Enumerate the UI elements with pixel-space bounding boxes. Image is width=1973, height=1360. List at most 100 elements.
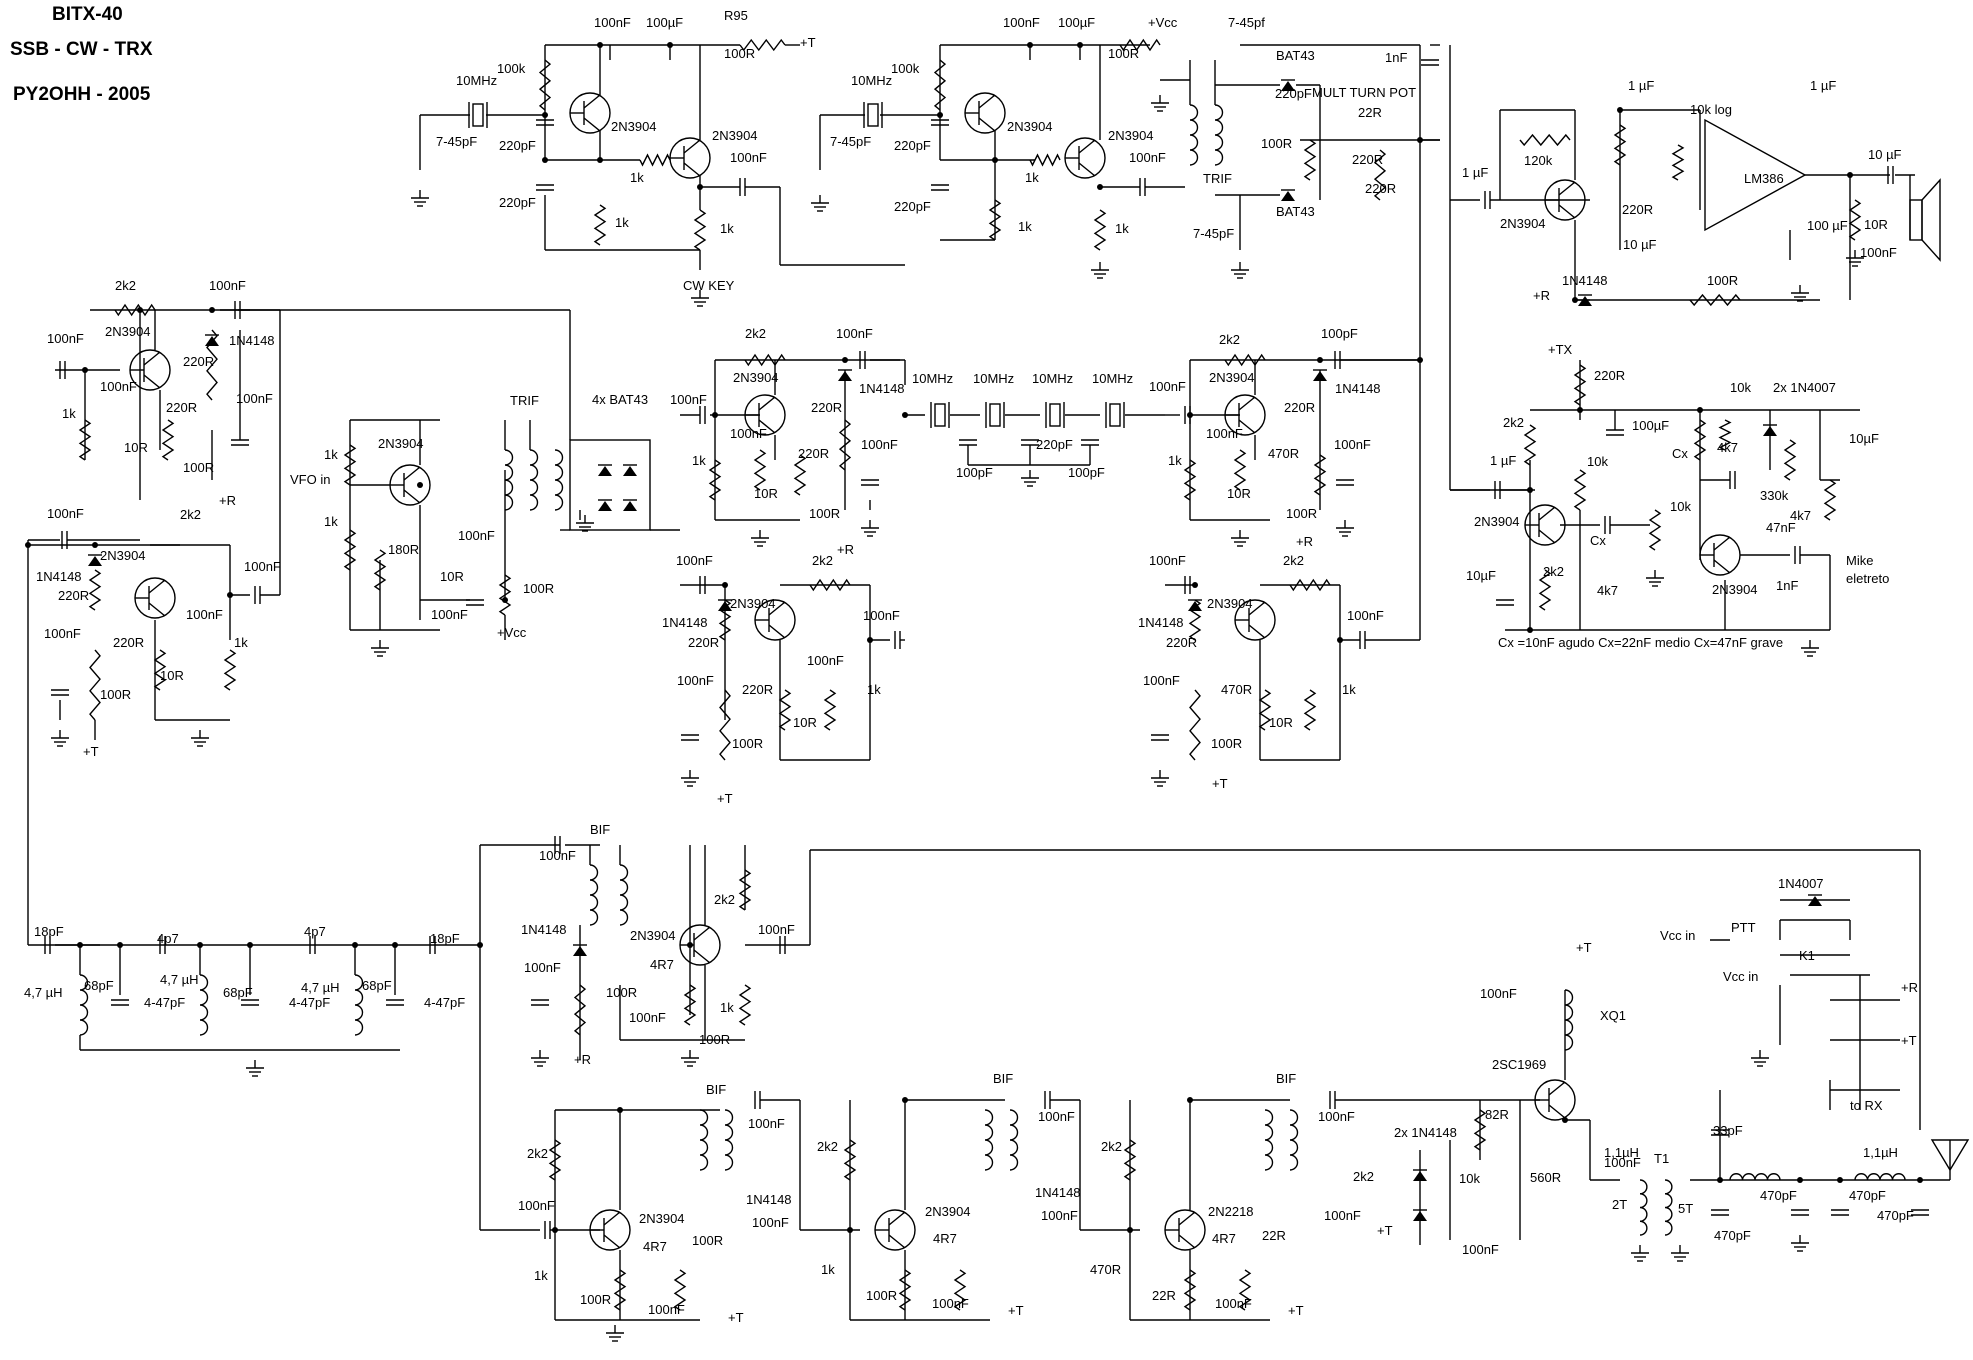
component-label-243: 100nF [752, 1215, 789, 1230]
component-label-149: 220R [1166, 635, 1197, 650]
component-label-39: BAT43 [1276, 204, 1315, 219]
component-label-168: 330k [1760, 488, 1789, 503]
resistor-symbol [1303, 139, 1317, 181]
component-label-71: 100R [183, 460, 214, 475]
resistor-symbol [88, 569, 102, 611]
component-label-23: 1nF [1385, 50, 1407, 65]
component-label-58: +R [1533, 288, 1550, 303]
component-label-86: 10MHz [912, 371, 953, 386]
wire [603, 1234, 621, 1249]
inductor-symbol [79, 974, 89, 1036]
component-label-101: 100nF [1334, 437, 1371, 452]
component-label-103: 10R [1227, 486, 1251, 501]
crystal-symbol [934, 403, 946, 427]
junction [1187, 412, 1193, 418]
component-label-83: 10R [754, 486, 778, 501]
component-label-73: 2k2 [745, 326, 766, 341]
resistor-symbol [753, 449, 767, 491]
component-label-227: 2k2 [1101, 1139, 1122, 1154]
wire [583, 94, 601, 109]
junction [1837, 1177, 1843, 1183]
component-label-11: 7-45pF [436, 134, 477, 149]
component-label-266: 100nF [648, 1302, 685, 1317]
component-label-75: 2N3904 [733, 370, 779, 385]
inductor-symbol [619, 864, 629, 926]
junction [597, 157, 603, 163]
inductor-symbol [1664, 1179, 1673, 1236]
component-label-1: 100µF [646, 15, 683, 30]
component-label-59: 100R [1707, 273, 1738, 288]
schematic-wiring [25, 38, 1970, 1342]
component-label-15: 1k [720, 221, 734, 236]
component-label-179: 2N3904 [1712, 582, 1758, 597]
component-label-252: +T [1377, 1223, 1393, 1238]
junction [937, 112, 943, 118]
title-modes: SSB - CW - TRX [10, 39, 153, 60]
resistor-symbol [1538, 569, 1552, 611]
component-label-2: R95 [724, 8, 748, 23]
component-label-172: 47nF [1766, 520, 1796, 535]
component-label-264: 100R [866, 1288, 897, 1303]
inductor-symbol [199, 974, 209, 1036]
component-label-51: 220R [1622, 202, 1653, 217]
component-label-183: 2k2 [714, 892, 735, 907]
component-label-204: 4-47pF [144, 995, 185, 1010]
component-label-123: 100nF [244, 559, 281, 574]
component-label-139: 220R [742, 682, 773, 697]
resistor-symbol [1573, 469, 1587, 511]
component-label-125: 100nF [44, 626, 81, 641]
component-label-150: 100nF [1143, 673, 1180, 688]
component-label-175: 10µF [1466, 568, 1496, 583]
component-label-246: 2k2 [1353, 1169, 1374, 1184]
inductor-symbol [1639, 1179, 1648, 1236]
component-label-89: 10MHz [1092, 371, 1133, 386]
component-label-151: 470R [1221, 682, 1252, 697]
junction [1697, 407, 1703, 413]
component-label-38: 220pF [894, 199, 931, 214]
junction [552, 1227, 558, 1233]
junction [842, 357, 848, 363]
resistor-symbol [1029, 153, 1061, 167]
component-label-224: 100nF [1318, 1109, 1355, 1124]
component-label-36: TRIF [1203, 171, 1232, 186]
component-label-56: 100nF [1860, 245, 1897, 260]
component-label-186: 100nF [758, 922, 795, 937]
component-label-143: +T [717, 791, 733, 806]
component-label-133: 1N4148 [662, 615, 708, 630]
inductor-symbol [554, 449, 564, 511]
junction [247, 942, 253, 948]
component-label-34: 100nF [1129, 150, 1166, 165]
component-label-43: 220pF [1275, 86, 1312, 101]
component-label-262: 470R [1090, 1262, 1121, 1277]
title-bitx40: BITX-40 [52, 4, 123, 25]
component-label-50: 2N3904 [1500, 216, 1546, 231]
resistor-symbol [593, 204, 607, 246]
resistor-symbol [793, 454, 807, 496]
component-label-66: 100nF [100, 379, 137, 394]
wire [1713, 536, 1731, 551]
wire [768, 601, 786, 616]
component-label-87: 10MHz [973, 371, 1014, 386]
component-label-107: 2N3904 [378, 436, 424, 451]
component-label-131: 100nF [676, 553, 713, 568]
title-author: PY2OHH - 2005 [13, 84, 151, 105]
component-label-121: 1N4148 [36, 569, 82, 584]
junction [117, 942, 123, 948]
component-label-160: 2k2 [1503, 415, 1524, 430]
component-label-215: +T [1576, 940, 1592, 955]
resistor-symbol [1573, 364, 1587, 406]
component-label-157: 220R [1594, 368, 1625, 383]
component-label-109: TRIF [510, 393, 539, 408]
diode-symbol [1188, 601, 1202, 611]
component-label-30: 100R [1261, 136, 1292, 151]
component-label-128: 10R [160, 668, 184, 683]
junction [722, 582, 728, 588]
component-label-211: Vcc in [1723, 969, 1758, 984]
diode-symbol [623, 466, 637, 476]
component-label-120: 2N3904 [100, 548, 146, 563]
component-label-29: 2N3904 [1108, 128, 1154, 143]
diode-symbol [623, 501, 637, 511]
component-label-8: 2N3904 [712, 128, 758, 143]
component-label-222: 100nF [1038, 1109, 1075, 1124]
